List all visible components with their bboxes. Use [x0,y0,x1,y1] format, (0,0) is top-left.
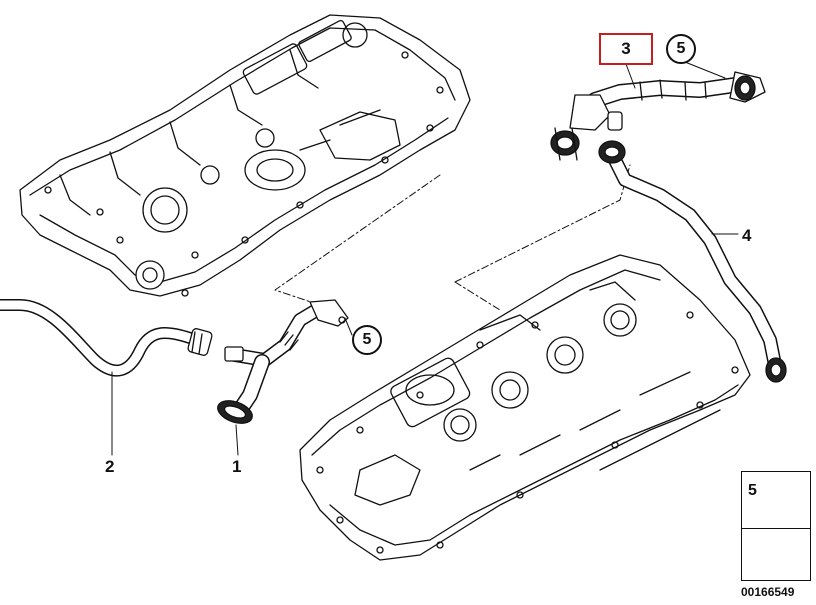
hose-part-1 [217,299,349,424]
hose-part-4 [598,140,787,383]
valve-cover-upper [19,14,471,297]
callout-part-2[interactable]: 2 [105,457,115,476]
legend-box: 5 [741,471,811,581]
callout-part-5-top[interactable]: 5 [666,34,696,64]
valve-cover-lower [299,254,751,561]
callout-part-3-label: 3 [621,39,631,58]
callout-part-5-top-label: 5 [676,40,686,57]
diagram-id: 00166549 [741,585,795,599]
legend-part-number: 5 [748,482,757,499]
hose-part-2 [0,299,213,377]
callout-part-3[interactable]: 3 [599,33,653,65]
callout-part-1[interactable]: 1 [232,457,242,476]
hose-part-3 [550,71,766,161]
callout-part-5-mid[interactable]: 5 [352,325,382,355]
callout-part-5-mid-label: 5 [362,331,372,348]
legend-divider [742,528,810,529]
callout-part-4[interactable]: 4 [742,226,752,245]
